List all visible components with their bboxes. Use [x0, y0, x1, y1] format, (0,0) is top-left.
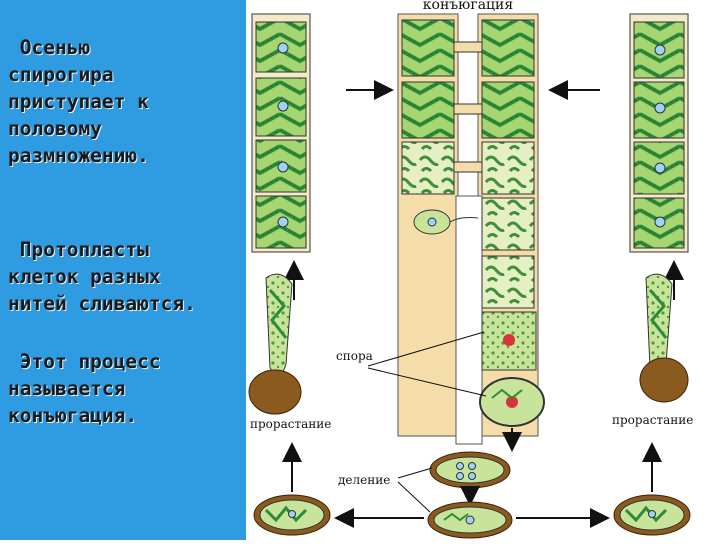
bottom-right-zygote: [613, 494, 691, 536]
autumn-reproduction-text: Осенью спирогира приступает к половому р…: [8, 36, 149, 167]
division-pointer-2: [397, 481, 431, 513]
bottom-left-zygote: [253, 494, 331, 536]
sidebar: Осенью спирогира приступает к половому р…: [0, 0, 246, 540]
left-germinating-zygote: [248, 273, 302, 415]
left-filament: [251, 13, 311, 253]
conjugation-center: конъюгация: [397, 0, 545, 445]
bottom-center-zygote: [427, 501, 513, 539]
right-germinating-zygote: [639, 273, 689, 403]
division-pointer-1: [397, 467, 433, 479]
protoplast-fusion-text: Протопласты клеток разных нитей сливаютс…: [8, 238, 196, 315]
conjugation-term-text: Этот процесс называется конъюгация.: [8, 350, 161, 427]
conjugation-title: конъюгация: [423, 0, 514, 13]
spore-label: спора: [336, 349, 373, 363]
division-label: деление: [338, 473, 390, 487]
spore-pointer-2: [367, 367, 487, 397]
diagram-canvas: конъюгация спора: [248, 0, 693, 539]
right-filament: [629, 13, 689, 253]
spore-pointer-1: [367, 331, 485, 367]
germination-label-left: прорастание: [250, 417, 331, 431]
division-zygote-top: [429, 451, 511, 489]
spirogyra-conjugation-diagram: конъюгация спора: [246, 0, 720, 540]
germination-label-right: прорастание: [612, 413, 693, 427]
